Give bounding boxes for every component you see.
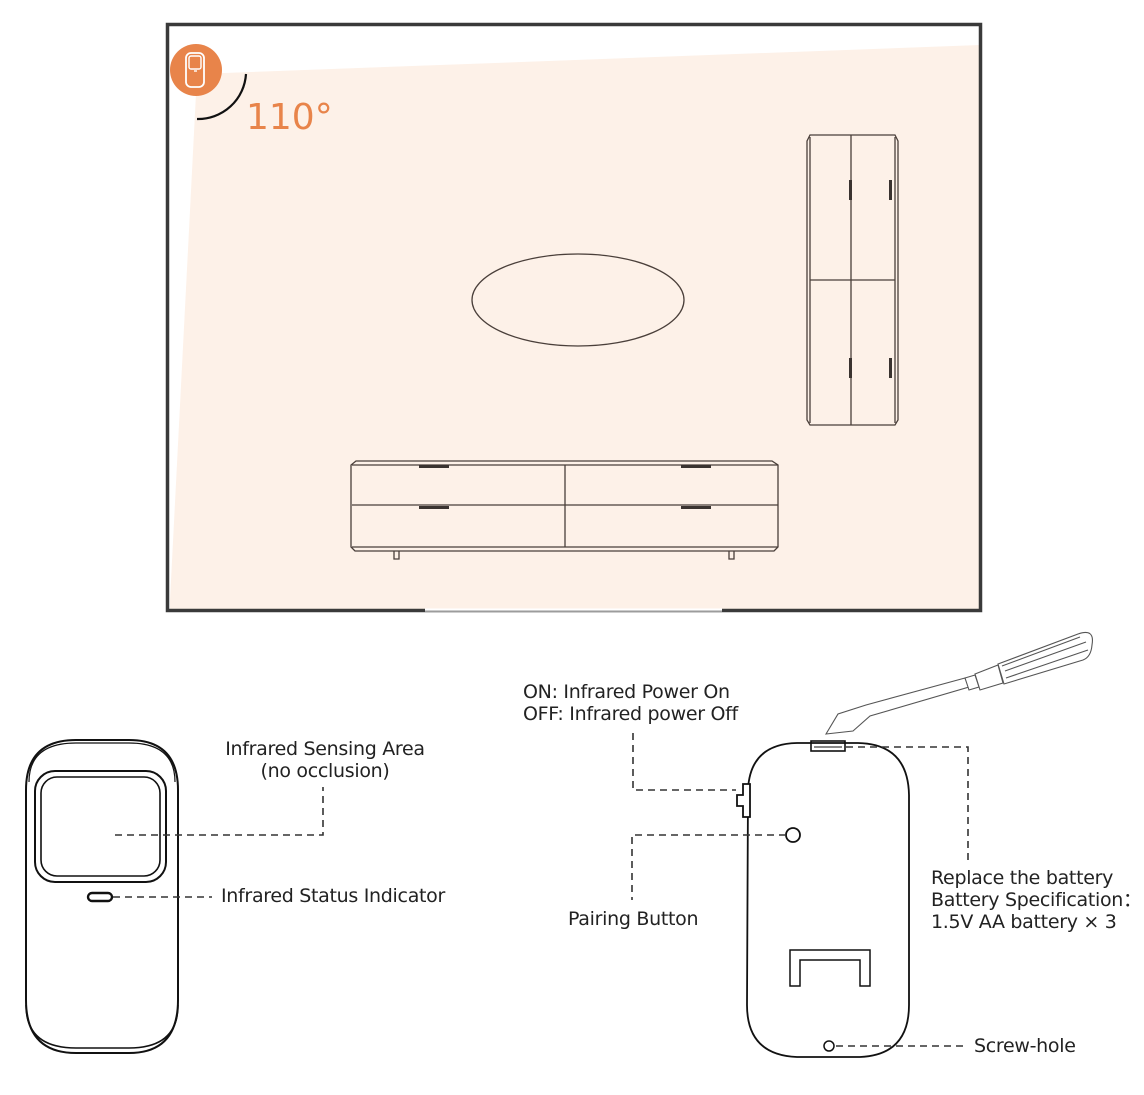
back-view-leaders	[631, 733, 969, 1047]
power-switch-label-line1: ON: Infrared Power On	[523, 681, 730, 703]
room-top-view	[165, 22, 983, 613]
battery-label-line1: Replace the battery	[931, 867, 1114, 889]
screw-hole-label: Screw-hole	[974, 1035, 1076, 1057]
battery-slot	[810, 740, 846, 752]
status-indicator-label: Infrared Status Indicator	[221, 885, 446, 907]
back-cover	[746, 742, 910, 1058]
angle-label: 110°	[246, 97, 333, 138]
infrared-sensing-window	[34, 770, 167, 883]
sensing-area-label: Infrared Sensing Area (no occlusion)	[210, 738, 440, 782]
power-switch-label: ON: Infrared Power On OFF: Infrared powe…	[523, 681, 738, 725]
screwdriver-icon	[824, 631, 1093, 735]
power-switch-label-line2: OFF: Infrared power Off	[523, 703, 738, 725]
power-switch	[736, 783, 751, 818]
screw-hole	[823, 1040, 835, 1052]
pairing-button-label: Pairing Button	[568, 908, 699, 930]
oval-rug	[471, 253, 685, 347]
sensor-front-view	[25, 739, 179, 1054]
motion-sensor-icon	[170, 44, 222, 96]
mounting-bracket	[789, 949, 871, 987]
battery-label-line3: 1.5V AA battery × 3	[931, 911, 1117, 933]
tall-wardrobe	[806, 134, 899, 426]
pairing-button[interactable]	[785, 827, 801, 843]
battery-label: Replace the battery Battery Specificatio…	[931, 867, 1142, 933]
low-tv-cabinet	[350, 460, 779, 560]
sensor-body	[25, 739, 179, 1054]
infrared-status-indicator	[86, 891, 114, 903]
sensing-area-label-line2: (no occlusion)	[260, 760, 390, 782]
sensor-back-view	[736, 740, 910, 1058]
battery-label-line2: Battery Specification：	[931, 889, 1142, 911]
front-view-leaders	[113, 787, 324, 898]
angle-arc	[196, 73, 248, 121]
sensing-area-label-line1: Infrared Sensing Area	[225, 738, 425, 760]
